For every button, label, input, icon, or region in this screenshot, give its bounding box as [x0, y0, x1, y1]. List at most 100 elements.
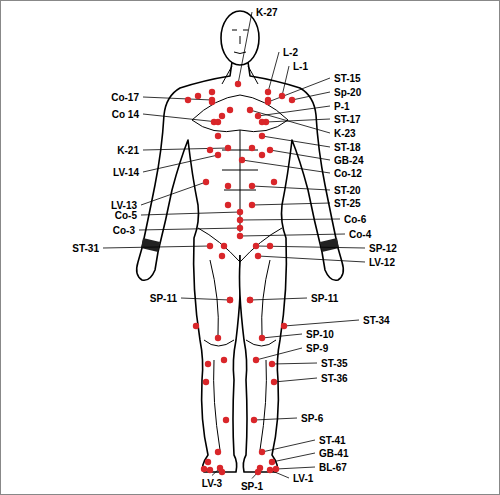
leader-line [252, 203, 330, 205]
acupoint-dot [215, 335, 221, 341]
point-label: SP-10 [305, 329, 335, 340]
head [221, 11, 259, 65]
acupoint-dot [267, 147, 273, 153]
leader-line [270, 150, 330, 160]
leader-line [143, 148, 228, 150]
point-label: SP-12 [368, 243, 398, 254]
acupoint-dot [219, 253, 225, 259]
acupoint-dot [237, 225, 243, 231]
point-label: GB-24 [333, 155, 364, 166]
wrist-bands [141, 238, 339, 252]
acupoint-dot [239, 157, 245, 163]
acupoint-dot [249, 183, 255, 189]
leader-line [143, 155, 218, 172]
point-label: ST-35 [320, 358, 349, 369]
point-label: LV-12 [368, 257, 396, 268]
acupoint-dot [281, 323, 287, 329]
acupoint-dot [195, 93, 201, 99]
leader-line [143, 114, 218, 122]
point-label: LV-14 [112, 167, 140, 178]
point-label: LV-1 [292, 473, 314, 484]
leader-line [250, 298, 307, 300]
leader-line [262, 334, 302, 338]
leader-line [272, 453, 315, 462]
acupoint-dot [209, 97, 215, 103]
acupoint-dot [289, 97, 295, 103]
acupoint-dot [253, 243, 259, 249]
point-label: ST-25 [333, 198, 362, 209]
point-label: BL-67 [318, 462, 348, 473]
point-label: Co 14 [111, 109, 140, 120]
acupoint-dot [247, 297, 253, 303]
acupoint-dot [225, 202, 231, 208]
leader-line [266, 119, 330, 122]
acupoint-dot [279, 93, 285, 99]
acupoint-dot [271, 379, 277, 385]
acupoint-dot [267, 243, 273, 249]
acupoint-dot [207, 243, 213, 249]
leader-line [141, 182, 206, 205]
body-midline-cover [234, 64, 246, 255]
leader-line [276, 467, 315, 469]
point-label: Co-6 [343, 214, 367, 225]
acupoint-dot [237, 233, 243, 239]
abdomen-line [222, 150, 258, 190]
face-line [232, 30, 248, 54]
acupoint-dot [265, 89, 271, 95]
acupoint-dot [219, 469, 225, 475]
abdomen-line [240, 130, 241, 232]
acupoint-dot [253, 357, 259, 363]
acupoint-dot [259, 152, 265, 158]
acupoint-dot [259, 449, 265, 455]
acupoint-dot [247, 297, 253, 303]
leader-lines [103, 12, 365, 479]
acupoint-dot [201, 466, 207, 472]
point-label: Co-17 [110, 92, 140, 103]
point-label: SP-11 [149, 293, 178, 304]
point-dots [185, 81, 295, 475]
leader-line [274, 378, 317, 382]
acupoint-dot [221, 357, 227, 363]
point-label: ST-18 [333, 142, 362, 153]
acupoint-dot [227, 297, 233, 303]
leader-line [238, 12, 252, 84]
acupoint-dot [221, 243, 227, 249]
leader-line [139, 228, 240, 230]
acupoint-dot [235, 81, 241, 87]
leader-line [252, 186, 330, 190]
acupoint-dot [271, 179, 277, 185]
leader-line [254, 418, 297, 420]
leader-line [262, 440, 315, 452]
point-label: Co-3 [112, 225, 136, 236]
leader-line [268, 52, 279, 92]
acupoint-dot [215, 119, 221, 125]
point-label: K-27 [255, 7, 279, 18]
thigh-line [210, 260, 270, 335]
leader-line [282, 66, 289, 96]
point-label: LV-3 [201, 478, 223, 489]
acupoint-dot [255, 469, 261, 475]
point-label: ST-36 [320, 373, 349, 384]
leader-line [258, 106, 330, 116]
acupoint-dot [209, 89, 215, 95]
acupoint-dot [237, 209, 243, 215]
wrist-band [141, 238, 160, 252]
leader-line [250, 110, 330, 133]
acupoint-dot [227, 107, 233, 113]
acupoint-dot [269, 361, 275, 367]
acupoint-dot [237, 217, 243, 223]
point-label: Co-4 [348, 229, 372, 240]
point-label: SP-11 [310, 293, 339, 304]
leader-line [284, 320, 359, 326]
point-label: Co-5 [114, 210, 138, 221]
acupoint-dot [255, 253, 261, 259]
point-label: K-23 [333, 128, 357, 139]
point-label: P-1 [333, 101, 351, 112]
leader-line [143, 97, 212, 100]
body-right-half [240, 62, 344, 472]
point-label: L-2 [282, 47, 299, 58]
point-label: ST-17 [333, 114, 362, 125]
point-label: Co-12 [333, 168, 363, 179]
